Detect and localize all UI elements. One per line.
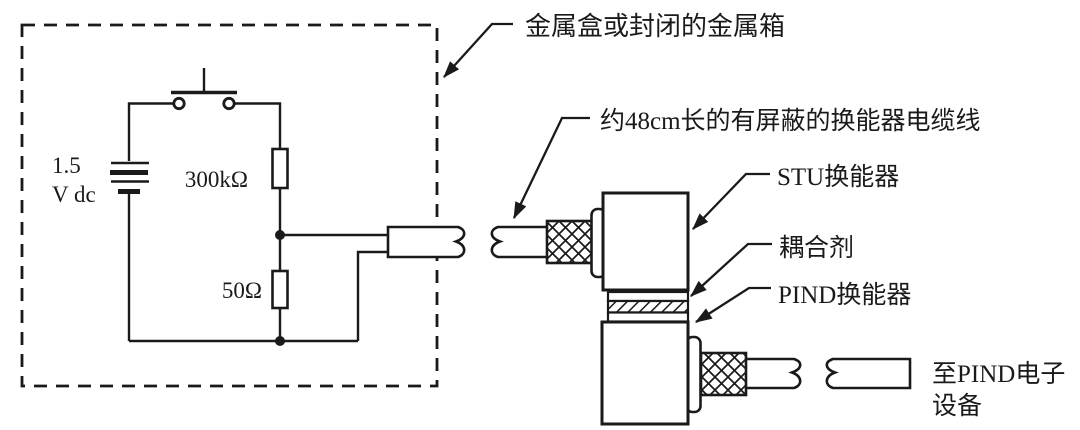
pind-transducer-body bbox=[600, 320, 690, 426]
couplant-plate-top bbox=[606, 290, 690, 303]
battery-symbol bbox=[110, 161, 149, 194]
resistor-50-label: 50Ω bbox=[222, 278, 262, 303]
wire-battery-top bbox=[127, 102, 174, 161]
stu-transducer-label: STU换能器 bbox=[777, 163, 899, 191]
leader-metal-box bbox=[443, 22, 513, 78]
metal-box-label: 金属盒或封闭的金属箱 bbox=[525, 12, 785, 41]
circuit-wires bbox=[127, 102, 388, 343]
pind-transducer-label: PIND换能器 bbox=[778, 281, 911, 309]
transducer-cable-segment bbox=[490, 225, 551, 259]
wire-switch-to-resistor bbox=[234, 102, 282, 149]
leader-shielded-cable bbox=[512, 116, 590, 220]
shielded-cable-label: 约48cm长的有屏蔽的换能器电缆线 bbox=[600, 107, 981, 135]
push-button-switch bbox=[171, 68, 237, 111]
leader-stu-transducer bbox=[692, 172, 770, 230]
switch-contact-left bbox=[172, 96, 186, 111]
to-pind-equipment-label-line2: 设备 bbox=[932, 392, 982, 420]
pind-cable-segment-2 bbox=[825, 357, 912, 390]
couplant-layer bbox=[606, 299, 690, 314]
leader-couplant bbox=[690, 242, 772, 297]
to-pind-equipment-label-line1: 至PIND电子 bbox=[932, 360, 1065, 388]
junction-dot-ground bbox=[275, 336, 285, 346]
switch-contact-right bbox=[222, 96, 236, 111]
wire-return-to-cable bbox=[356, 250, 388, 341]
resistor-300k-label: 300kΩ bbox=[185, 167, 248, 192]
leader-pind-transducer bbox=[694, 286, 771, 323]
braided-shield-right bbox=[699, 351, 748, 397]
stu-transducer-body bbox=[601, 191, 690, 292]
resistor-50-symbol bbox=[271, 269, 289, 310]
couplant-label: 耦合剂 bbox=[779, 234, 854, 262]
metal-box-outline bbox=[20, 23, 439, 388]
junction-dot-signal bbox=[275, 230, 285, 240]
pind-cable-segment-1 bbox=[743, 357, 802, 390]
braided-shield-left bbox=[545, 219, 596, 265]
battery-unit-label: V dc bbox=[52, 182, 96, 207]
cable-stub-inside-box bbox=[386, 225, 466, 259]
battery-value-label: 1.5 bbox=[52, 153, 81, 178]
couplant-plate-bottom bbox=[606, 311, 690, 323]
resistor-300k-symbol bbox=[271, 147, 289, 190]
